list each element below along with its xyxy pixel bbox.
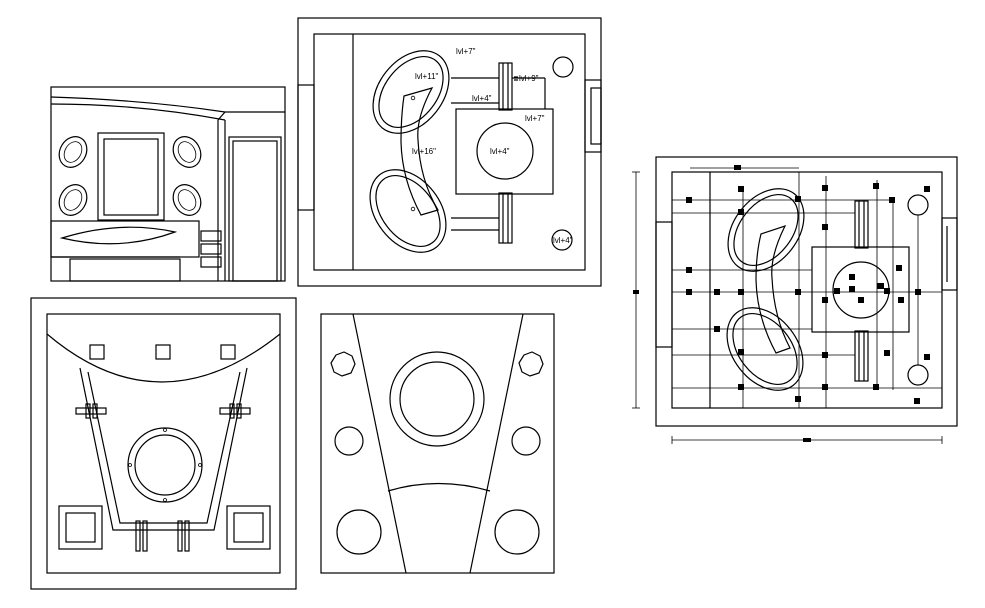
level-label: lvl+7" [525,114,545,123]
level-label: lvl+11" [415,72,439,81]
level-label: lvl+7" [456,47,476,56]
false-ceiling-plan-panel: lvl+7" lvl+11" lvl+9" lvl+4" lvl+7" lvl+… [297,17,602,287]
oval-niche [172,184,202,216]
oval-niche [58,184,88,216]
ceiling-detail-left-panel [30,297,297,590]
level-label: lvl+9" [519,74,539,83]
level-label: lvl+4" [490,147,510,156]
level-label: lvl+4" [553,236,573,245]
cove-ellipse-lower [369,169,447,253]
oval-niche [172,136,202,168]
electrical-ceiling-plan-panel [632,156,958,444]
oval-niche [58,136,88,168]
electrical-fixture [686,165,930,404]
cove-ellipse-upper [372,50,450,134]
cove-ellipse-upper [727,188,805,272]
level-label: lvl+16" [412,147,436,156]
wall-elevation-panel [50,86,286,282]
level-label: lvl+4" [472,94,492,103]
ceiling-detail-right-panel [320,313,555,574]
